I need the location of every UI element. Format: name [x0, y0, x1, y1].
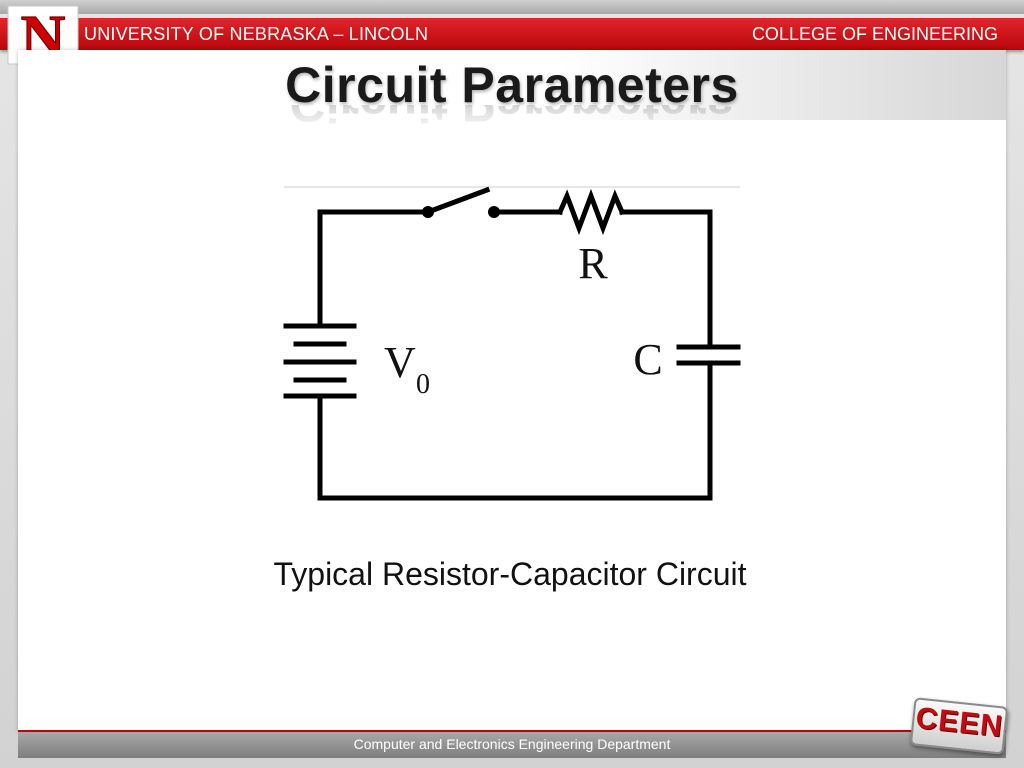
- ceen-badge-text: CEEN: [914, 701, 1005, 744]
- footer-bar: [18, 732, 1006, 758]
- title-reflection: Circuit Parameters: [0, 105, 1024, 133]
- header-bar: [0, 18, 1024, 50]
- college-name: COLLEGE OF ENGINEERING: [751, 24, 998, 44]
- source-subscript: 0: [416, 369, 430, 400]
- switch-blade: [424, 186, 491, 216]
- content-panel: [18, 50, 1006, 732]
- page-title: Circuit Parameters: [285, 57, 739, 113]
- wire-left-top: [317, 209, 428, 328]
- resistor-label: R: [578, 239, 608, 288]
- diagram-caption: Typical Resistor-Capacitor Circuit: [273, 556, 747, 592]
- capacitor-label: C: [633, 335, 662, 384]
- source-label: V: [384, 338, 416, 387]
- wire-right: [619, 209, 713, 350]
- switch-contact-left: [422, 206, 434, 218]
- footer-accent: [18, 730, 1006, 733]
- rc-circuit-diagram: R C V 0: [283, 186, 741, 501]
- resistor: [556, 188, 626, 236]
- wire-bottom: [317, 360, 713, 501]
- footer-department: Computer and Electronics Engineering Dep…: [353, 736, 671, 752]
- switch-contact-right: [488, 206, 500, 218]
- top-stripe: [0, 0, 1024, 14]
- university-name: UNIVERSITY OF NEBRASKA – LINCOLN: [84, 24, 429, 44]
- ceen-badge: CEEN: [909, 697, 1009, 755]
- title-band: [18, 50, 1006, 120]
